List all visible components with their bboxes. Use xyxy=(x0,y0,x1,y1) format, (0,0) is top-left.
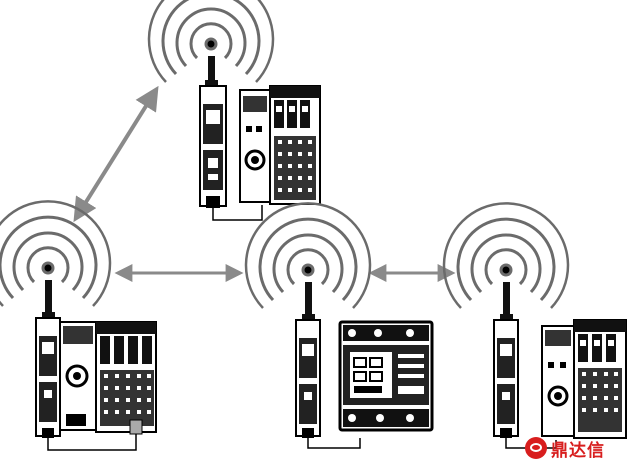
io-rack xyxy=(239,85,321,205)
watermark-text: 鼎达信 xyxy=(551,440,605,461)
logo-icon xyxy=(525,437,547,459)
antenna-icon xyxy=(302,282,315,320)
radio-waves-icon xyxy=(147,0,275,83)
antenna-icon xyxy=(205,56,218,86)
wireless-module xyxy=(35,317,61,438)
wireless-module xyxy=(199,85,227,208)
device-top xyxy=(147,0,321,221)
watermark: 鼎达信 xyxy=(525,433,625,463)
connection-cable xyxy=(212,205,263,221)
connection-cable xyxy=(47,432,137,451)
link-arrow-left-top xyxy=(73,85,159,223)
radio-waves-icon xyxy=(244,202,372,309)
antenna-icon xyxy=(500,282,513,320)
device-bottom-center xyxy=(244,202,434,449)
display-unit xyxy=(338,320,434,432)
wireless-module xyxy=(295,319,321,438)
connection-cable xyxy=(307,438,361,449)
radio-waves-icon xyxy=(442,202,570,309)
io-rack-large xyxy=(59,321,157,435)
antenna-icon xyxy=(42,280,55,318)
radio-waves-icon xyxy=(0,200,112,307)
device-bottom-right xyxy=(442,202,627,449)
wireless-module xyxy=(493,319,519,438)
io-rack xyxy=(541,319,627,439)
device-bottom-left xyxy=(0,200,157,451)
